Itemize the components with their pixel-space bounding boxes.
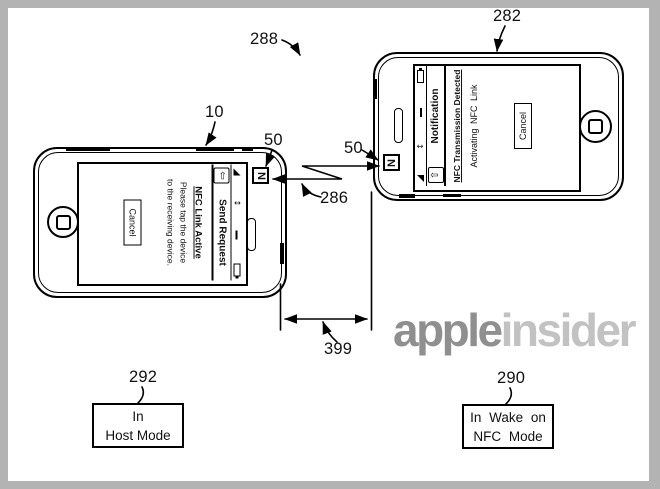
leader-290 xyxy=(505,387,513,405)
ref-10: 10 xyxy=(205,103,224,121)
phone-left-top-edge-button-3 xyxy=(242,147,253,151)
ref-282: 282 xyxy=(493,7,522,25)
earpiece-right xyxy=(394,108,403,143)
leader-10 xyxy=(205,121,217,146)
leader-50-left xyxy=(265,149,275,167)
ref-290: 290 xyxy=(497,369,526,387)
screen-right: ↕ ⇧ Notification NFC Transmission Detect… xyxy=(413,64,581,192)
phone-right: ↕ ⇧ Notification NFC Transmission Detect… xyxy=(373,52,624,201)
home-button-right-square xyxy=(588,119,603,134)
screen-left: ↕ ⇦ Send Request NFC Link Active Please … xyxy=(77,162,248,286)
appleinsider-watermark: appleinsider xyxy=(393,303,637,357)
watermark-apple: apple xyxy=(393,304,503,356)
phone-right-inner-outline xyxy=(378,57,619,196)
phone-left: ↕ ⇦ Send Request NFC Link Active Please … xyxy=(33,147,287,298)
phone-left-side-button xyxy=(280,243,284,264)
watermark-insider: insider xyxy=(500,304,637,356)
ref-288: 288 xyxy=(250,30,279,48)
home-button-left-square xyxy=(55,214,71,230)
wake-on-nfc-mode-box: In Wake on NFC Mode xyxy=(462,404,554,449)
ref-286: 286 xyxy=(320,189,349,207)
host-mode-box: In Host Mode xyxy=(92,403,184,448)
leader-50-right xyxy=(361,149,379,161)
leader-292 xyxy=(137,386,145,404)
wake-mode-line1: In Wake on xyxy=(470,410,546,425)
nfc-chip-icon-right: N xyxy=(383,154,400,171)
phone-right-bottom-edge-button-1 xyxy=(399,194,415,198)
nfc-chip-icon-left: N xyxy=(252,167,269,184)
leader-282 xyxy=(493,25,506,52)
phone-left-inner-outline xyxy=(38,152,282,293)
host-mode-line2: Host Mode xyxy=(105,428,171,443)
phone-right-bottom-edge-button-2 xyxy=(443,193,461,197)
ref-50-right: 50 xyxy=(344,139,363,157)
phone-left-top-edge-button-2 xyxy=(196,147,234,151)
phone-left-top-edge-button-1 xyxy=(66,147,110,151)
ref-399: 399 xyxy=(324,340,353,358)
ref-50-left: 50 xyxy=(264,131,283,149)
phone-right-side-button xyxy=(373,79,377,99)
leader-288 xyxy=(281,39,301,56)
host-mode-line1: In xyxy=(132,409,144,424)
nfc-lightning-bolt xyxy=(272,161,380,184)
leader-399 xyxy=(322,321,338,343)
leader-286 xyxy=(301,183,322,198)
ref-292: 292 xyxy=(129,368,158,386)
wake-mode-line2: NFC Mode xyxy=(473,429,543,444)
